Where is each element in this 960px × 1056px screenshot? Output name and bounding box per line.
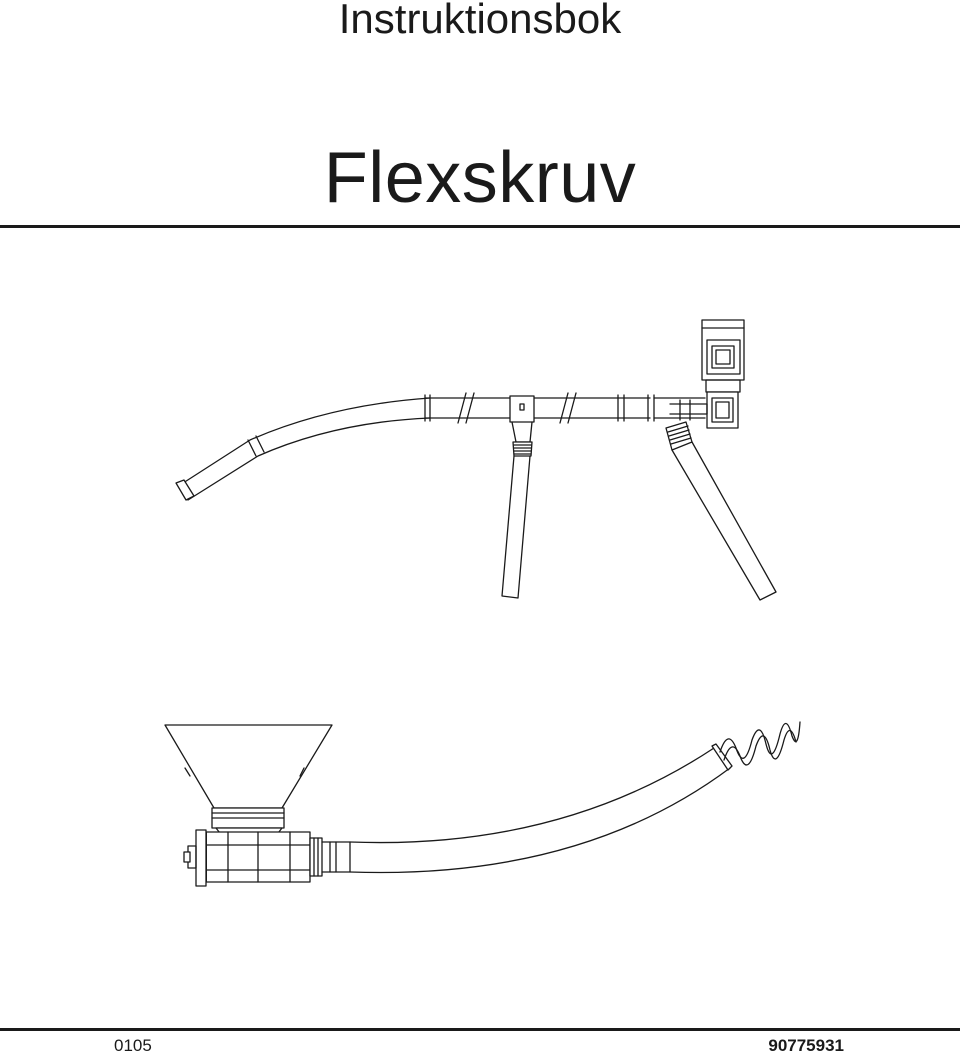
- top-divider: [0, 225, 960, 228]
- hopper: [164, 724, 333, 847]
- auger-tube: [321, 743, 733, 874]
- curved-inlet-tube: [175, 397, 431, 501]
- main-horizontal-tube: [424, 392, 706, 424]
- edition-code: 0105: [114, 1036, 152, 1055]
- center-downpipe: [501, 395, 535, 599]
- bottom-divider: [0, 1028, 960, 1031]
- product-name: Flexskruv: [323, 138, 637, 218]
- flexskruv-system-overview: [175, 319, 777, 601]
- hopper-and-auger-tube: [164, 721, 801, 887]
- drive-motor: [669, 319, 745, 429]
- document-number: 90775931: [768, 1036, 844, 1055]
- inlet-housing: [183, 829, 323, 887]
- discharge-pipe: [665, 421, 777, 601]
- document-title: Instruktionsbok: [338, 0, 622, 42]
- auger-spiral: [719, 721, 801, 766]
